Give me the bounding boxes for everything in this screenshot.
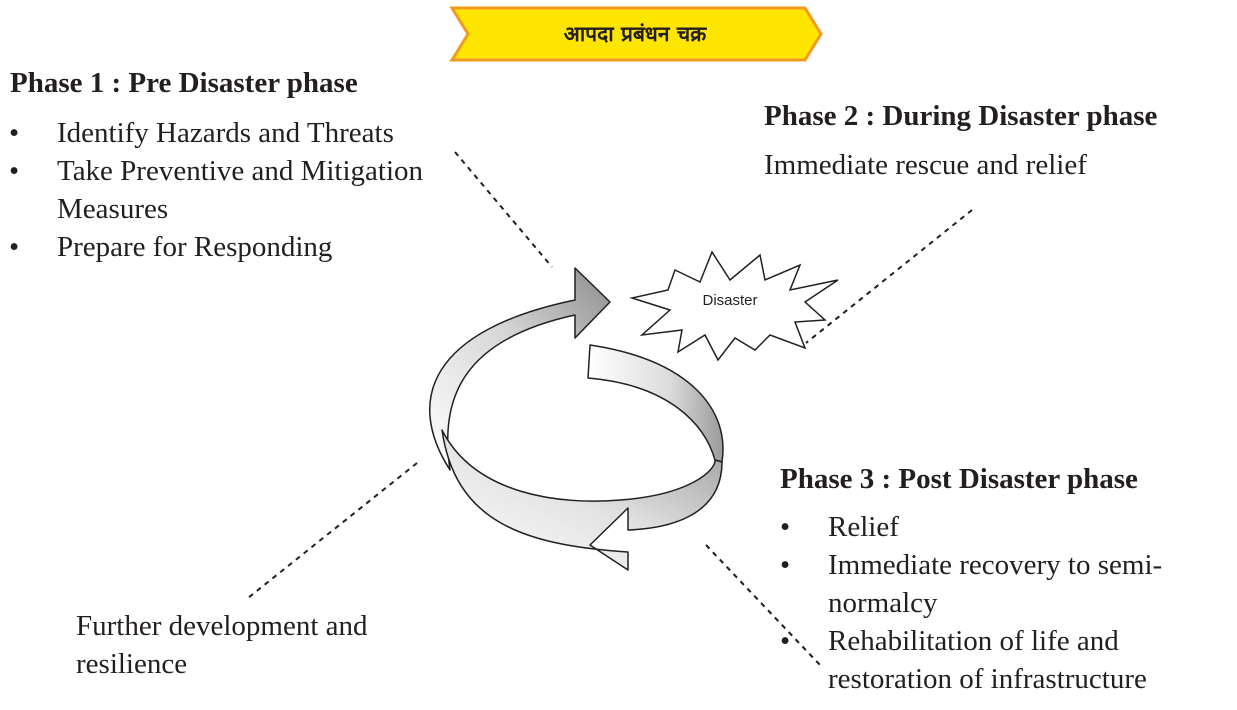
phase3-heading: Phase 3 : Post Disaster phase xyxy=(780,463,1138,495)
starburst-icon xyxy=(629,250,839,362)
circular-arrows-icon xyxy=(429,267,724,571)
list-item: • Relief xyxy=(780,508,1230,546)
cycle-arrow-right xyxy=(587,344,724,463)
list-item-text: Relief xyxy=(828,511,899,543)
cycle-arrow-top xyxy=(429,267,611,471)
bullet-icon: • xyxy=(9,117,20,149)
connector-phase2 xyxy=(805,209,973,344)
further-development-text: Further development and resilience xyxy=(76,610,368,680)
list-item-text: Prepare for Responding xyxy=(57,231,333,263)
bullet-icon: • xyxy=(780,511,791,543)
bullet-icon: • xyxy=(9,231,20,263)
phase2-heading: Phase 2 : During Disaster phase xyxy=(764,100,1158,132)
title-banner xyxy=(449,6,823,62)
phase3-list: • Relief • Immediate recovery to semi-norm… xyxy=(780,508,1230,698)
phase1-heading: Phase 1 : Pre Disaster phase xyxy=(10,67,358,99)
bullet-icon: • xyxy=(780,625,791,657)
phase1-list: • Identify Hazards and Threats • Take Prev… xyxy=(9,114,429,266)
list-item: • Immediate recovery to semi-normalcy xyxy=(780,546,1230,622)
connector-phase1 xyxy=(454,151,553,268)
list-item-text: Immediate recovery to semi-normalcy xyxy=(828,549,1163,619)
dashed-connectors xyxy=(247,151,973,666)
disaster-label: Disaster xyxy=(702,292,758,309)
list-item-text: Rehabilitation of life and restoration o… xyxy=(828,625,1147,695)
list-item: • Rehabilitation of life and restoration … xyxy=(780,622,1230,698)
list-item-text: Identify Hazards and Threats xyxy=(57,117,394,149)
connector-further xyxy=(247,462,418,599)
phase2-description: Immediate rescue and relief xyxy=(764,149,1087,181)
list-item: • Prepare for Responding xyxy=(9,228,429,266)
bullet-icon: • xyxy=(9,155,20,187)
cycle-arrow-bottom xyxy=(441,429,723,571)
connector-phase3 xyxy=(705,544,821,666)
list-item: • Take Preventive and Mitigation Measures xyxy=(9,152,429,228)
bullet-icon: • xyxy=(780,549,791,581)
page-title: आपदा प्रबंधन चक्र xyxy=(563,22,707,46)
list-item-text: Take Preventive and Mitigation Measures xyxy=(57,155,424,225)
list-item: • Identify Hazards and Threats xyxy=(9,114,429,152)
